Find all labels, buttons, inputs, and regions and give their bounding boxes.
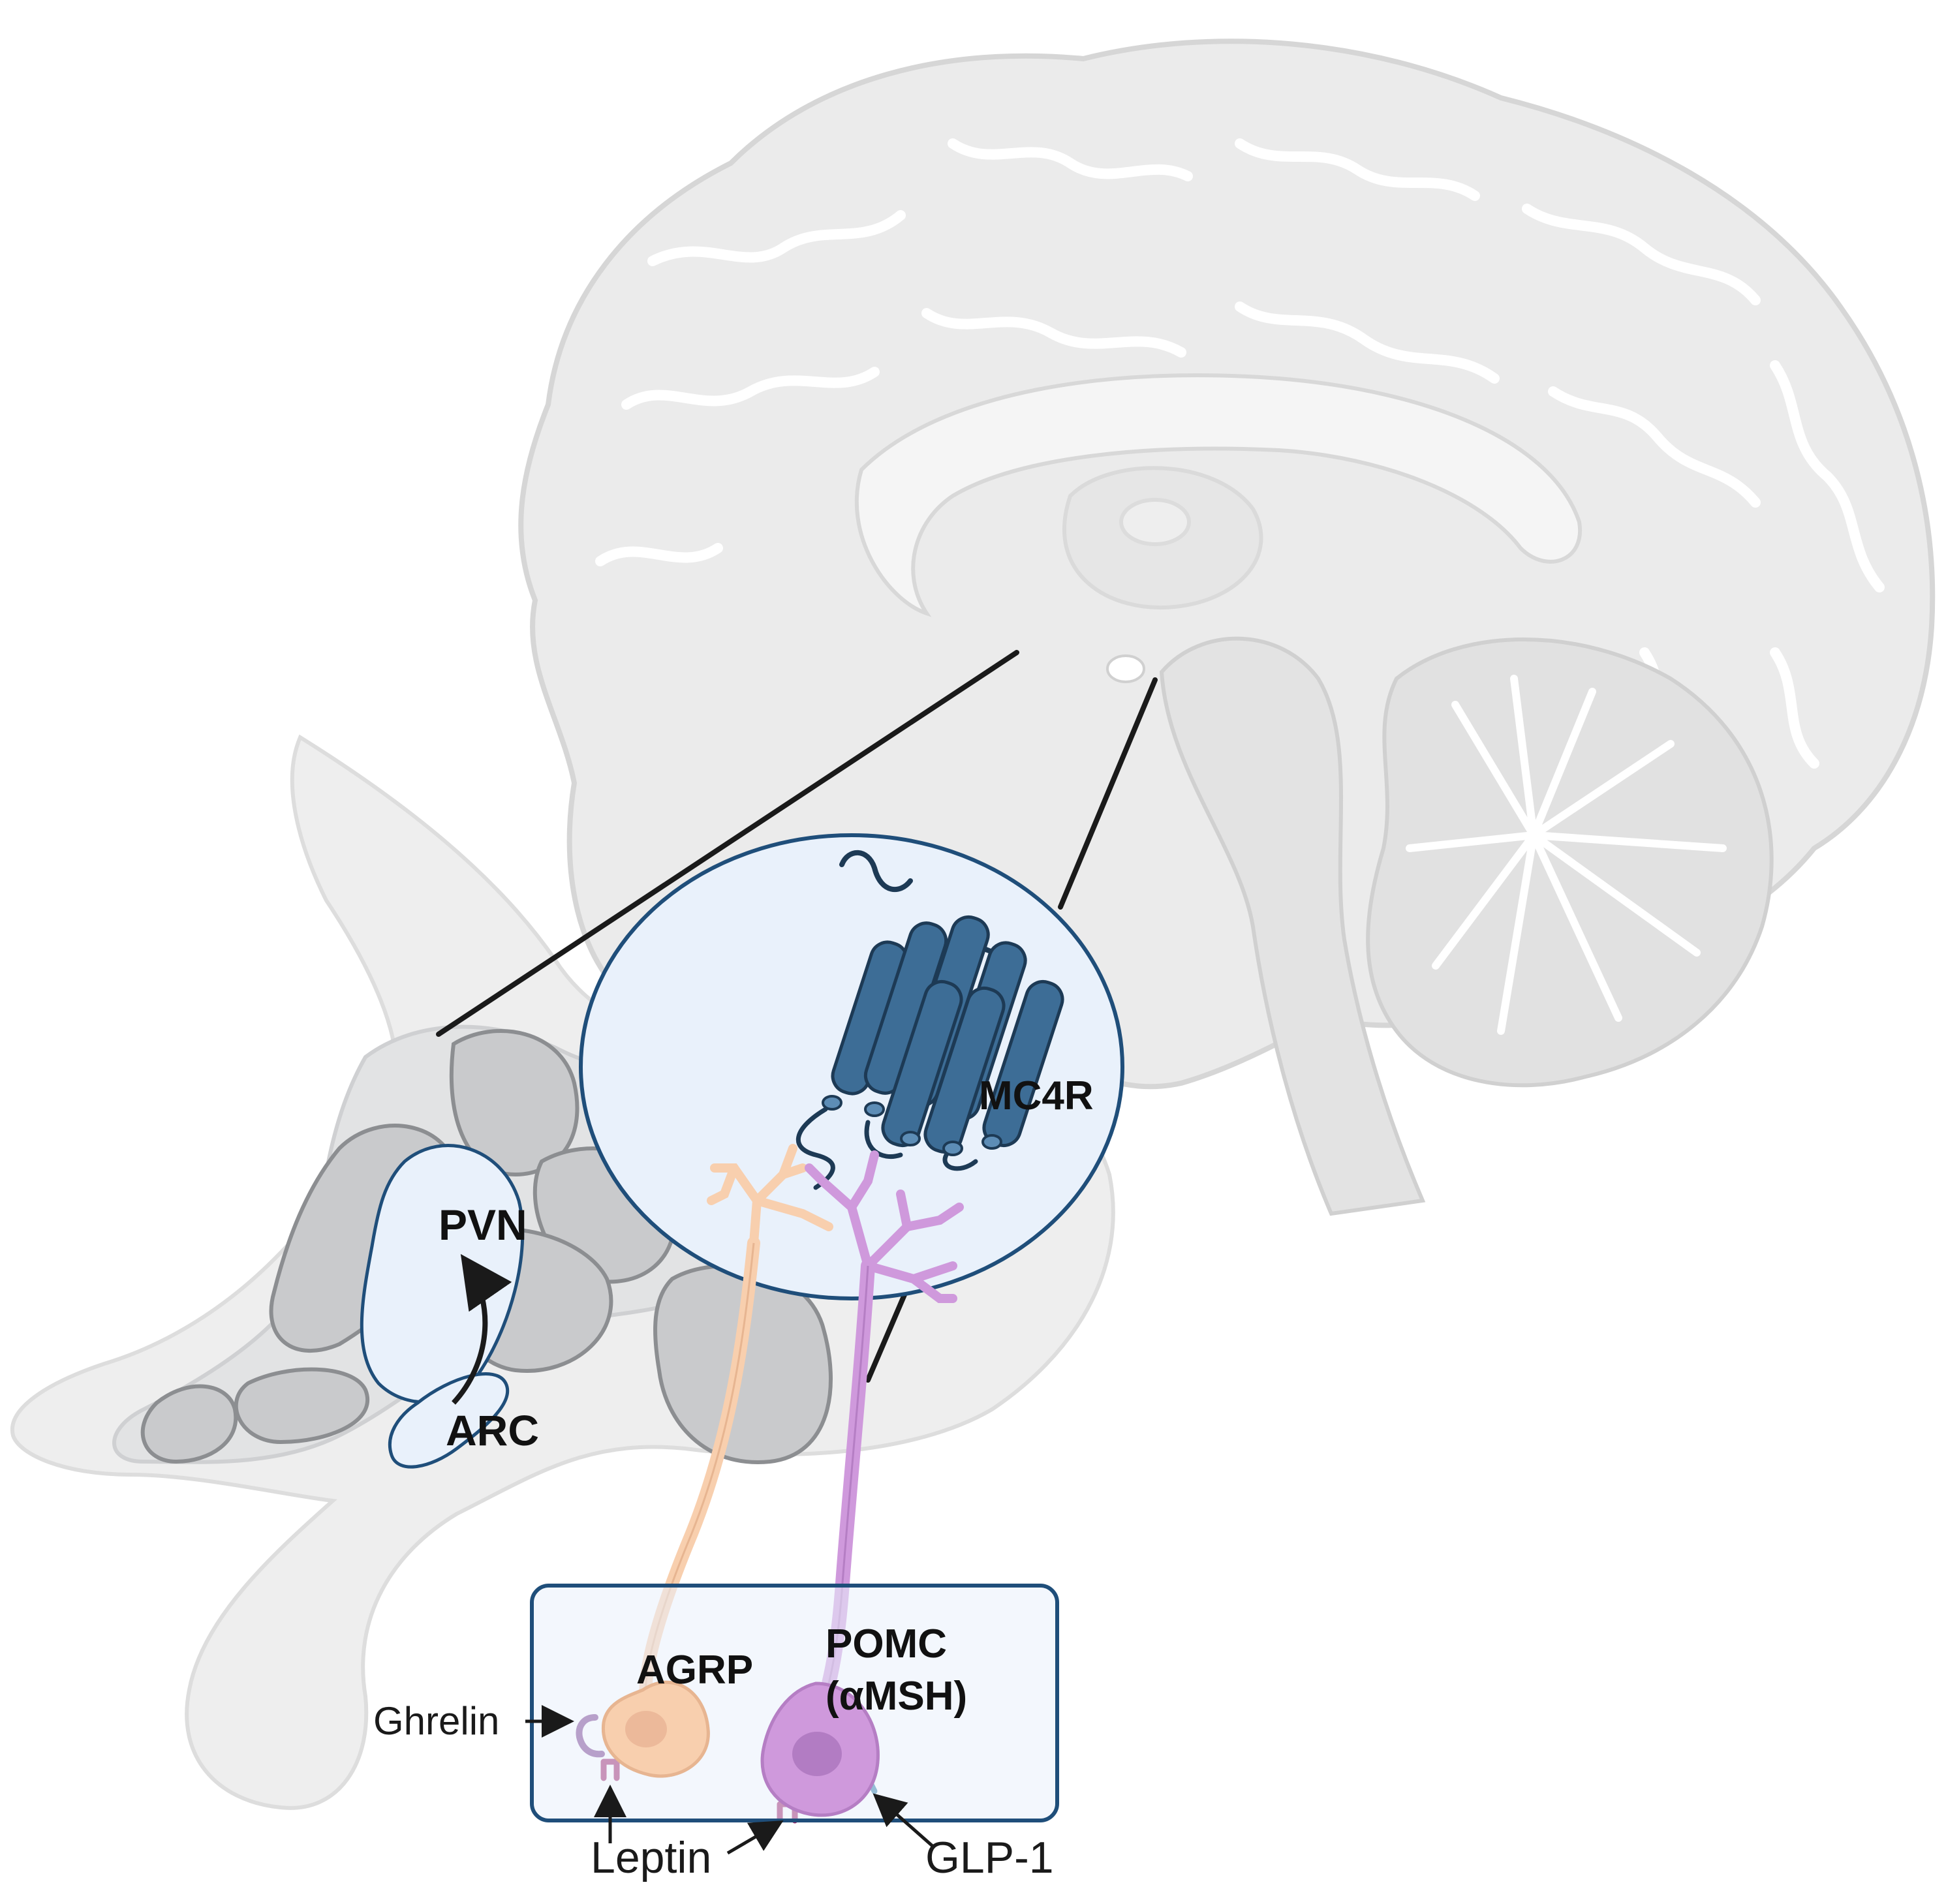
pomc-leptin-arrow <box>726 1820 784 1855</box>
zoom-line-right-top <box>1058 677 1158 910</box>
pomc-label: POMC <box>826 1621 947 1666</box>
arc-region <box>388 1372 510 1469</box>
pvn-label: PVN <box>439 1201 527 1249</box>
ghrelin-label: Ghrelin <box>373 1699 499 1743</box>
zoom-line-left <box>436 650 1019 1037</box>
mc4r-gpcr-receptor-icon <box>795 850 1064 1190</box>
mc4r-inset: MC4R <box>579 833 1124 1300</box>
mc4r-label: MC4R <box>979 1073 1094 1118</box>
arc-label: ARC <box>446 1406 539 1454</box>
arc-inset-box <box>530 1584 1059 1822</box>
arc-to-pvn-arrow <box>452 1253 512 1405</box>
glp1-arrow <box>873 1793 934 1848</box>
pvn-region <box>360 1144 525 1469</box>
amsh-label: (αMSH) <box>826 1674 967 1719</box>
glp1-label: GLP-1 <box>925 1833 1054 1882</box>
agrp-label: AGRP <box>636 1648 753 1693</box>
ligand-arrows <box>525 1705 934 1855</box>
